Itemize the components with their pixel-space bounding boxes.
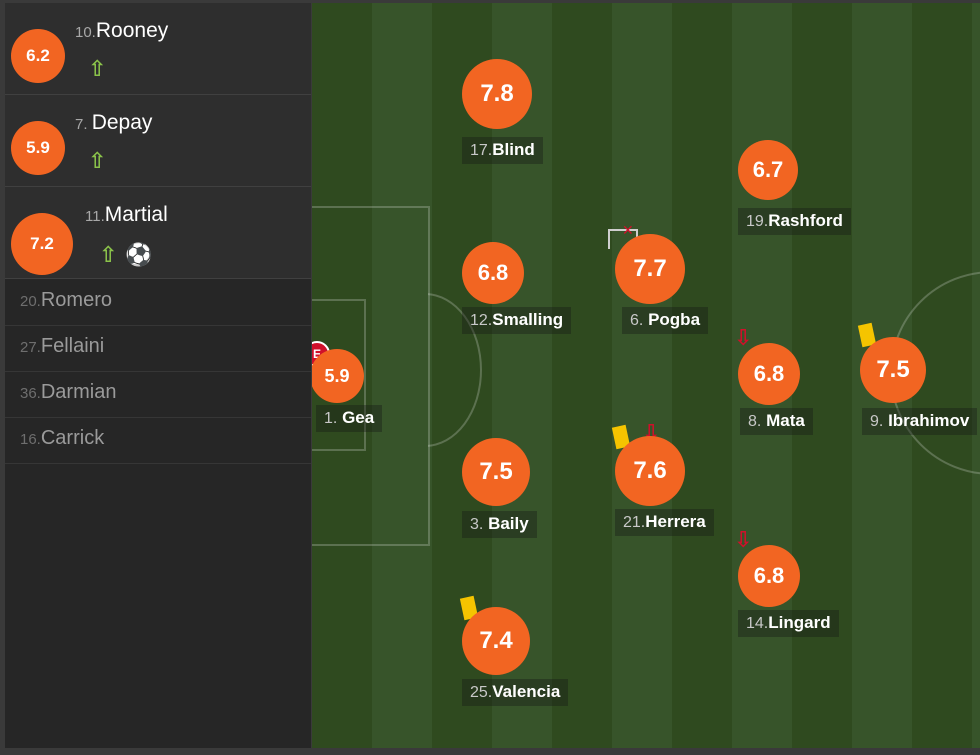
player-number: 17. — [470, 142, 493, 159]
player-number: 14. — [746, 615, 769, 632]
player-rating: 6.8 — [462, 242, 524, 304]
player-label: 17.Blind — [462, 137, 543, 164]
player-name-text: Mata — [766, 411, 805, 430]
player-rating: 7.4 — [462, 607, 530, 675]
player-label: 12.Smalling — [462, 307, 572, 334]
player-label: 14.Lingard — [738, 610, 839, 637]
player-label: 21.Herrera — [615, 509, 714, 536]
player-label: 19.Rashford — [738, 208, 851, 235]
player-rating: 5.9 — [312, 349, 364, 403]
player-number: 27. — [20, 339, 41, 356]
substitutes-panel: 6.2 10.Rooney ⇧ 5.9 7. Depay ⇧ 7.2 11.Ma… — [5, 3, 311, 748]
player-rating: 7.8 — [462, 59, 532, 129]
player-name-text: Smalling — [492, 310, 564, 329]
player-name-text: Valencia — [492, 682, 561, 701]
player-name-text: Lingard — [768, 613, 831, 632]
player-number: 12. — [470, 312, 493, 329]
bench-row[interactable]: 36.Darmian — [5, 372, 311, 418]
player-rating: 6.7 — [738, 140, 798, 200]
bench-row[interactable]: 20.Romero — [5, 280, 311, 326]
player-rating: 6.8 — [738, 343, 800, 405]
player-name-text: Darmian — [40, 381, 117, 403]
player-name-text: Pogba — [648, 310, 701, 329]
player-number: 20. — [20, 293, 41, 310]
player-name-text: Martial — [104, 203, 168, 226]
bench-player: 20.Romero — [20, 289, 112, 312]
sub-in-arrow-icon: ⇧ — [88, 148, 107, 173]
player-name: 7. Depay — [75, 111, 152, 135]
bench-player: 27.Fellaini — [20, 335, 104, 358]
player-rating: 7.5 — [462, 438, 530, 506]
sub-out-arrow-icon: ⇩ — [734, 325, 753, 350]
player-label: 1. Gea — [316, 405, 383, 432]
player-name-text: Fellaini — [40, 335, 105, 357]
player-rating: 6.8 — [738, 545, 800, 607]
player-rating: 6.2 — [11, 29, 65, 83]
goal-box — [312, 299, 366, 451]
player-number: 16. — [20, 431, 41, 448]
player-number: 11. — [85, 208, 105, 225]
player-name-text: Romero — [40, 289, 112, 311]
player-name-text: Herrera — [645, 512, 706, 531]
goal-ball-icon: ⚽ — [125, 242, 153, 267]
player-number: 10. — [75, 24, 96, 41]
player-label: 6. Pogba — [622, 307, 709, 334]
player-label: 25.Valencia — [462, 679, 569, 706]
player-label: 8. Mata — [740, 408, 813, 435]
player-name-text: Carrick — [40, 427, 105, 449]
player-number: 6. — [630, 312, 644, 329]
player-name-text: Blind — [492, 140, 535, 159]
substitute-row[interactable]: 6.2 10.Rooney ⇧ — [5, 3, 311, 95]
player-name: 10.Rooney — [75, 19, 168, 43]
player-number: 36. — [20, 385, 41, 402]
player-label: 9. Ibrahimov — [862, 408, 978, 435]
player-name-text: Rooney — [95, 19, 169, 42]
player-label: 3. Baily — [462, 511, 537, 538]
player-number: 1. — [324, 410, 338, 427]
player-number: 19. — [746, 213, 769, 230]
player-name-text: Rashford — [768, 211, 843, 230]
player-name-text: Gea — [342, 408, 375, 427]
sub-in-arrow-icon: ⇧ — [99, 242, 118, 267]
player-name-text: Ibrahimov — [888, 411, 970, 430]
player-rating: 7.2 — [11, 213, 73, 275]
player-number: 3. — [470, 516, 484, 533]
player-rating: 7.7 — [615, 234, 685, 304]
player-rating: 5.9 — [11, 121, 65, 175]
bench-row[interactable]: 27.Fellaini — [5, 326, 311, 372]
player-rating: 7.6 — [615, 436, 685, 506]
sub-out-arrow-icon: ⇩ — [734, 527, 753, 552]
sub-in-arrow-icon: ⇧ — [88, 56, 107, 81]
player-number: 8. — [748, 413, 762, 430]
substitute-row[interactable]: 5.9 7. Depay ⇧ — [5, 95, 311, 187]
substitute-row[interactable]: 7.2 11.Martial ⇧ ⚽ — [5, 187, 311, 279]
player-number: 9. — [870, 413, 884, 430]
bench-player: 36.Darmian — [20, 381, 116, 404]
bench-row[interactable]: 16.Carrick — [5, 418, 311, 464]
pitch: 7.8 17.Blind 6.7 19.Rashford 6.8 12.Smal… — [312, 3, 980, 748]
player-name: 11.Martial — [85, 203, 168, 227]
player-number: 25. — [470, 684, 493, 701]
bench-player: 16.Carrick — [20, 427, 104, 450]
player-number: 21. — [623, 514, 646, 531]
player-name-text: Depay — [91, 111, 153, 134]
player-number: 7. — [75, 116, 88, 133]
player-rating: 7.5 — [860, 337, 926, 403]
player-name-text: Baily — [488, 514, 529, 533]
